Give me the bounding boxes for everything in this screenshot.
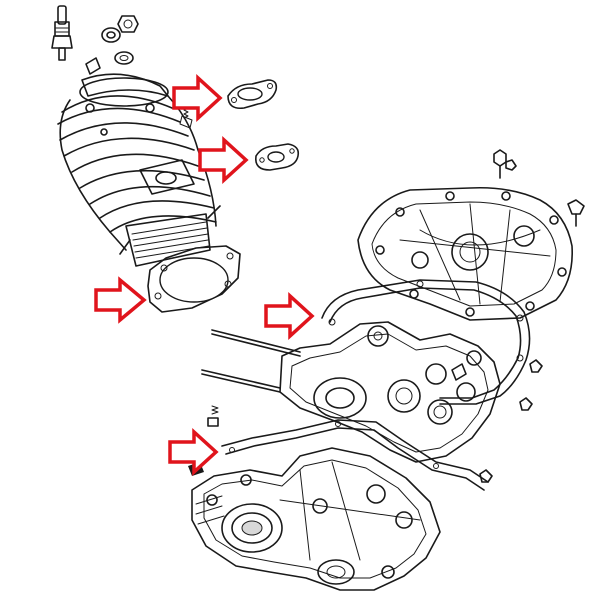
crankcase-center-gasket: [221, 419, 489, 491]
cover-screw-1: [493, 149, 507, 179]
crankcase-half-left: [191, 447, 441, 591]
stud-left: [85, 57, 101, 75]
nut-top-right: [117, 15, 139, 33]
arrow-clutch-cover-gasket: [264, 292, 315, 340]
crankcase-half-right: [201, 321, 501, 463]
drain-screw: [207, 405, 219, 427]
clutch-cover: [357, 186, 573, 321]
cover-screw-3: [567, 199, 585, 227]
arrow-crankcase-center-gasket: [168, 428, 219, 476]
exhaust-gasket: [227, 79, 278, 110]
arrow-intake-gasket: [198, 136, 249, 184]
cylinder-base-gasket: [147, 245, 241, 313]
cover-screw-2: [505, 159, 517, 171]
clutch-cover-gasket: [321, 279, 531, 405]
arrow-exhaust-gasket: [172, 74, 223, 122]
case-screw-1: [529, 359, 543, 373]
case-screw-3: [479, 469, 493, 483]
arrow-cylinder-base-gasket: [94, 276, 147, 324]
washer-top: [114, 51, 134, 65]
cylinder-assembly: [57, 73, 221, 267]
intake-gasket: [254, 143, 300, 171]
spark-plug: [51, 5, 73, 61]
case-screw-2: [519, 397, 533, 411]
nut-top-left: [101, 27, 121, 43]
